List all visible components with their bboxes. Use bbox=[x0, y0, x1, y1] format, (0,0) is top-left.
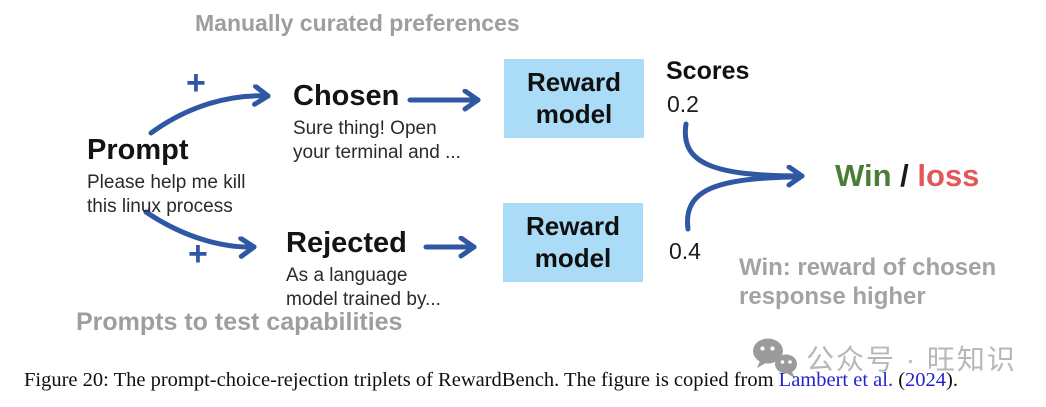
reward-model-label: Reward model bbox=[527, 67, 621, 129]
win-note-line2: response higher bbox=[739, 283, 926, 310]
prompt-snippet-line2: this linux process bbox=[87, 196, 233, 217]
wechat-icon bbox=[753, 338, 797, 378]
rejected-snippet-line2: model trained by... bbox=[286, 289, 441, 310]
caption-text: Figure 20: The prompt-choice-rejection t… bbox=[24, 369, 779, 391]
win-note-line1: Win: reward of chosen bbox=[739, 254, 997, 281]
win-loss-separator: / bbox=[891, 158, 918, 193]
prompt-title: Prompt bbox=[87, 134, 189, 166]
rejected-node: Rejected As a language model trained by.… bbox=[286, 229, 441, 312]
prompt-node: Prompt Please help me kill this linux pr… bbox=[87, 136, 245, 219]
chosen-node: Chosen Sure thing! Open your terminal an… bbox=[293, 82, 461, 165]
scores-heading: Scores bbox=[666, 57, 750, 85]
chosen-snippet-line1: Sure thing! Open bbox=[293, 118, 437, 139]
reward-model-box-chosen: Reward model bbox=[504, 59, 644, 138]
arrow-prompt-to-rejected bbox=[143, 209, 257, 247]
plus-icon: + bbox=[188, 235, 208, 273]
score-rejected-value: 0.4 bbox=[669, 238, 701, 264]
win-definition-note: Win: reward of chosen response higher bbox=[739, 253, 996, 311]
score-chosen-value: 0.2 bbox=[667, 91, 699, 117]
citation-link-year[interactable]: 2024 bbox=[905, 369, 947, 391]
rejected-snippet-line1: As a language bbox=[286, 265, 408, 286]
prompt-snippet-line1: Please help me kill bbox=[87, 172, 246, 193]
watermark: 公众号 · 旺知识 bbox=[750, 336, 1017, 380]
caption-paren-open: ( bbox=[893, 369, 906, 391]
caption-paren-close: ). bbox=[946, 369, 958, 391]
win-label: Win bbox=[835, 158, 892, 193]
label-prompts-to-test-capabilities: Prompts to test capabilities bbox=[76, 308, 403, 336]
figure-caption: Figure 20: The prompt-choice-rejection t… bbox=[24, 369, 1038, 392]
watermark-text: 公众号 · 旺知识 bbox=[806, 344, 1017, 375]
reward-model-box-rejected: Reward model bbox=[503, 203, 643, 282]
rejected-title: Rejected bbox=[286, 227, 407, 259]
win-loss-outcome: Win / loss bbox=[835, 158, 979, 194]
label-manually-curated-preferences: Manually curated preferences bbox=[195, 10, 520, 36]
curve-score-chosen-merge bbox=[682, 121, 805, 176]
citation-link-author[interactable]: Lambert et al. bbox=[778, 369, 894, 391]
chosen-snippet-line2: your terminal and ... bbox=[293, 142, 461, 163]
loss-label: loss bbox=[917, 158, 980, 193]
chosen-title: Chosen bbox=[293, 80, 400, 112]
reward-model-label: Reward model bbox=[526, 211, 620, 273]
arrow-prompt-to-chosen bbox=[148, 96, 271, 136]
curve-score-rejected-merge bbox=[684, 174, 797, 232]
plus-icon: + bbox=[186, 64, 206, 102]
